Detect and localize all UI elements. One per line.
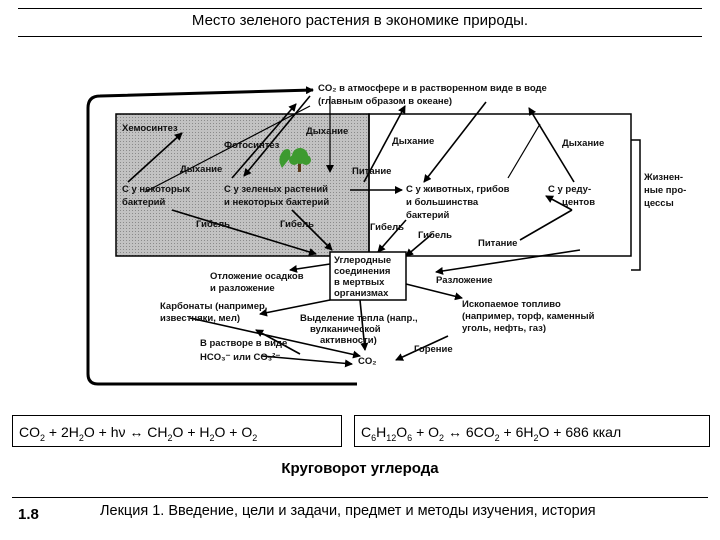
life-processes-label-3: цессы: [644, 198, 674, 209]
footer-text: Лекция 1. Введение, цели и задачи, предм…: [100, 503, 596, 519]
life-processes-bracket: [631, 139, 641, 271]
arrow-chemosynthesis: [127, 132, 183, 183]
dead-carbon-label-2: соединения: [334, 266, 390, 277]
slide-number: 1.8: [18, 506, 39, 523]
dead-carbon-box: [329, 251, 407, 301]
header-bottom-rule: [18, 36, 702, 37]
arrow-heat: [359, 299, 369, 351]
fossil-fuel-label-1: Ископаемое топливо: [462, 299, 561, 310]
dead-carbon-label-3: в мертвых: [334, 277, 385, 288]
sediment-label-2: и разложение: [210, 283, 275, 294]
death-mid-label: Гибель: [280, 219, 314, 230]
solution-label-2: HCO₃⁻ или CO₃²⁻: [200, 352, 280, 363]
footer-rule: [12, 497, 708, 498]
life-processes-label-1: Жизнен-: [643, 172, 683, 183]
c-reducers-label-2: центов: [562, 197, 595, 208]
heat-release-label-3: активности): [320, 335, 377, 346]
line-right-down: [507, 123, 541, 179]
c-green-plants-label-1: С у зеленых растений: [224, 184, 328, 195]
arrow-decomposition: [435, 249, 581, 275]
photosynthesis-label: Фотосинтез: [224, 140, 280, 151]
carbonates-label-1: Карбонаты (например,: [160, 301, 267, 312]
respiration-equation: C6H12O6 + O2 ↔ 6CO2 + 6H2O + 686 ккал: [354, 415, 710, 447]
respiration-top-label: Дыхание: [306, 126, 348, 137]
dead-carbon-label-4: организмах: [334, 288, 389, 299]
respiration-left-label: Дыхание: [180, 164, 222, 175]
carbon-cycle-diagram: CO₂ в атмосфере и в растворенном виде в …: [86, 83, 686, 386]
respiration-right-label: Дыхание: [562, 138, 604, 149]
arrow-respiration-top: [231, 103, 297, 179]
arrow-carbonates-co2: [189, 317, 361, 359]
co2-bottom-label: CO₂: [358, 356, 376, 367]
arrow-to-fossil: [405, 283, 463, 301]
death-left-label: Гибель: [196, 219, 230, 230]
arrow-respiration-right: [528, 107, 575, 183]
line-respiration-left: [144, 105, 311, 193]
arrow-sediment: [289, 263, 331, 273]
c-animals-label-1: С у животных, грибов: [406, 184, 510, 195]
arrow-solution-carbonates: [255, 329, 301, 355]
c-green-plants-label-2: и некоторых бактерий: [224, 197, 329, 208]
chemosynthesis-label: Хемосинтез: [122, 123, 178, 134]
decomposition-label: Разложение: [436, 275, 493, 286]
atmosphere-label-1: CO₂ в атмосфере и в растворенном виде в …: [318, 83, 547, 94]
respiration-mid-label: Дыхание: [392, 136, 434, 147]
arrow-death-right-top: [377, 219, 407, 253]
feeding-mid-label: Питание: [352, 166, 391, 177]
fossil-fuel-label-2: (например, торф, каменный: [462, 311, 595, 322]
atmosphere-label-2: (главным образом в океане): [318, 96, 452, 107]
heat-release-label-2: вулканической: [310, 324, 381, 335]
c-some-bacteria-label-1: С у некоторых: [122, 184, 191, 195]
photosynthesis-equation: CO2 + 2H2O + hν ↔ CH2O + H2O + O2: [12, 415, 342, 447]
dead-carbon-label-1: Углеродные: [334, 255, 391, 266]
solution-label-1: В растворе в виде: [200, 338, 287, 349]
arrow-to-carbonates: [259, 299, 331, 317]
heat-release-label-1: Выделение тепла (напр.,: [300, 313, 418, 324]
arrow-photosynthesis: [243, 95, 311, 177]
death-right-label: Гибель: [418, 230, 452, 241]
c-animals-label-3: бактерий: [406, 210, 449, 221]
fossil-fuel-label-3: уголь, нефть, газ): [462, 323, 546, 334]
arrow-respiration-mid: [363, 105, 406, 183]
arrow-death-mid: [291, 209, 333, 251]
sediment-label-1: Отложение осадков: [210, 271, 304, 282]
page-title: Место зеленого растения в экономике прир…: [191, 12, 529, 29]
feeding-bottom-label: Питание: [478, 238, 517, 249]
arrow-death-left: [171, 209, 317, 256]
arrow-death-right: [405, 233, 433, 257]
header-top-rule: [18, 8, 702, 9]
death-right-top-label: Гибель: [370, 222, 404, 233]
plant-icon: [279, 148, 311, 172]
c-animals-label-2: и большинства: [406, 197, 479, 208]
c-some-bacteria-label-2: бактерий: [122, 197, 165, 208]
line-feeding-bottom: [519, 209, 573, 241]
arrow-reducers-feeding: [545, 195, 573, 211]
life-processes-label-2: ные про-: [644, 185, 686, 196]
combustion-label: Горение: [414, 344, 453, 355]
heterotroph-region: [368, 113, 632, 257]
figure-caption: Круговорот углерода: [281, 460, 439, 477]
outer-loop-arrow: [86, 86, 357, 386]
c-reducers-label-1: С у реду-: [548, 184, 591, 195]
arrow-feeding-mid: [423, 101, 487, 183]
arrow-combustion: [395, 335, 449, 361]
arrow-solution: [261, 355, 353, 368]
carbonates-label-2: известняки, мел): [160, 313, 240, 324]
